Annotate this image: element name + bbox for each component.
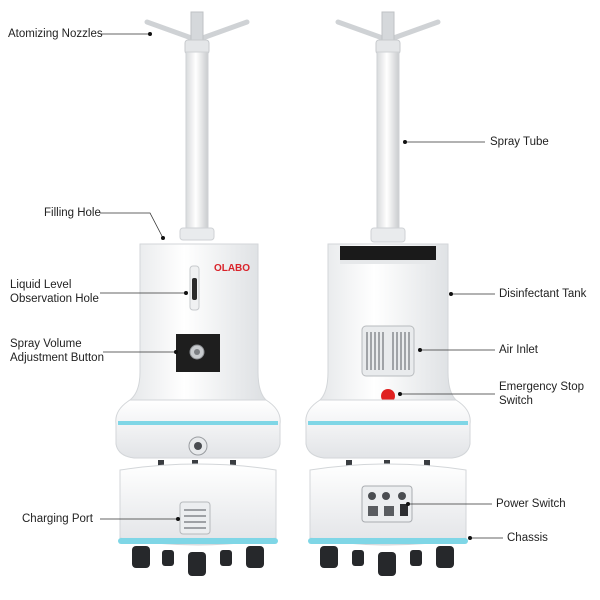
leader-lines: [100, 32, 503, 540]
charging-port: [179, 501, 211, 535]
label-spray-volume-adjustment-button: Spray Volume Adjustment Button: [10, 338, 104, 364]
spray-tube-front: [185, 51, 209, 233]
spray-volume-knob: [176, 334, 220, 372]
disinfectant-tank-back: [318, 243, 458, 401]
label-emergency-stop-switch: Emergency Stop Switch: [499, 381, 585, 407]
atomizing-nozzles-back: [335, 11, 441, 55]
label-liquid-level-observation-hole: Liquid Level Observation Hole: [10, 279, 99, 305]
label-atomizing-nozzles: Atomizing Nozzles: [8, 28, 103, 40]
robot-back-view: [305, 11, 471, 576]
power-switch-panel: [361, 485, 413, 523]
accent-stripe-front: [118, 421, 278, 425]
label-power-switch: Power Switch: [496, 498, 566, 510]
label-air-inlet: Air Inlet: [499, 344, 538, 356]
robot-front-view: OLABO: [115, 11, 281, 576]
brand-logo: OLABO: [214, 263, 250, 274]
air-inlet-grille: [361, 325, 415, 377]
atomizing-nozzles-front: [144, 11, 250, 55]
spray-tube-back: [376, 51, 400, 233]
label-spray-tube: Spray Tube: [490, 136, 549, 148]
accent-stripe-back: [308, 421, 468, 425]
label-chassis: Chassis: [507, 532, 548, 544]
label-filling-hole: Filling Hole: [44, 207, 101, 219]
label-disinfectant-tank: Disinfectant Tank: [499, 288, 587, 300]
label-charging-port: Charging Port: [22, 513, 93, 525]
